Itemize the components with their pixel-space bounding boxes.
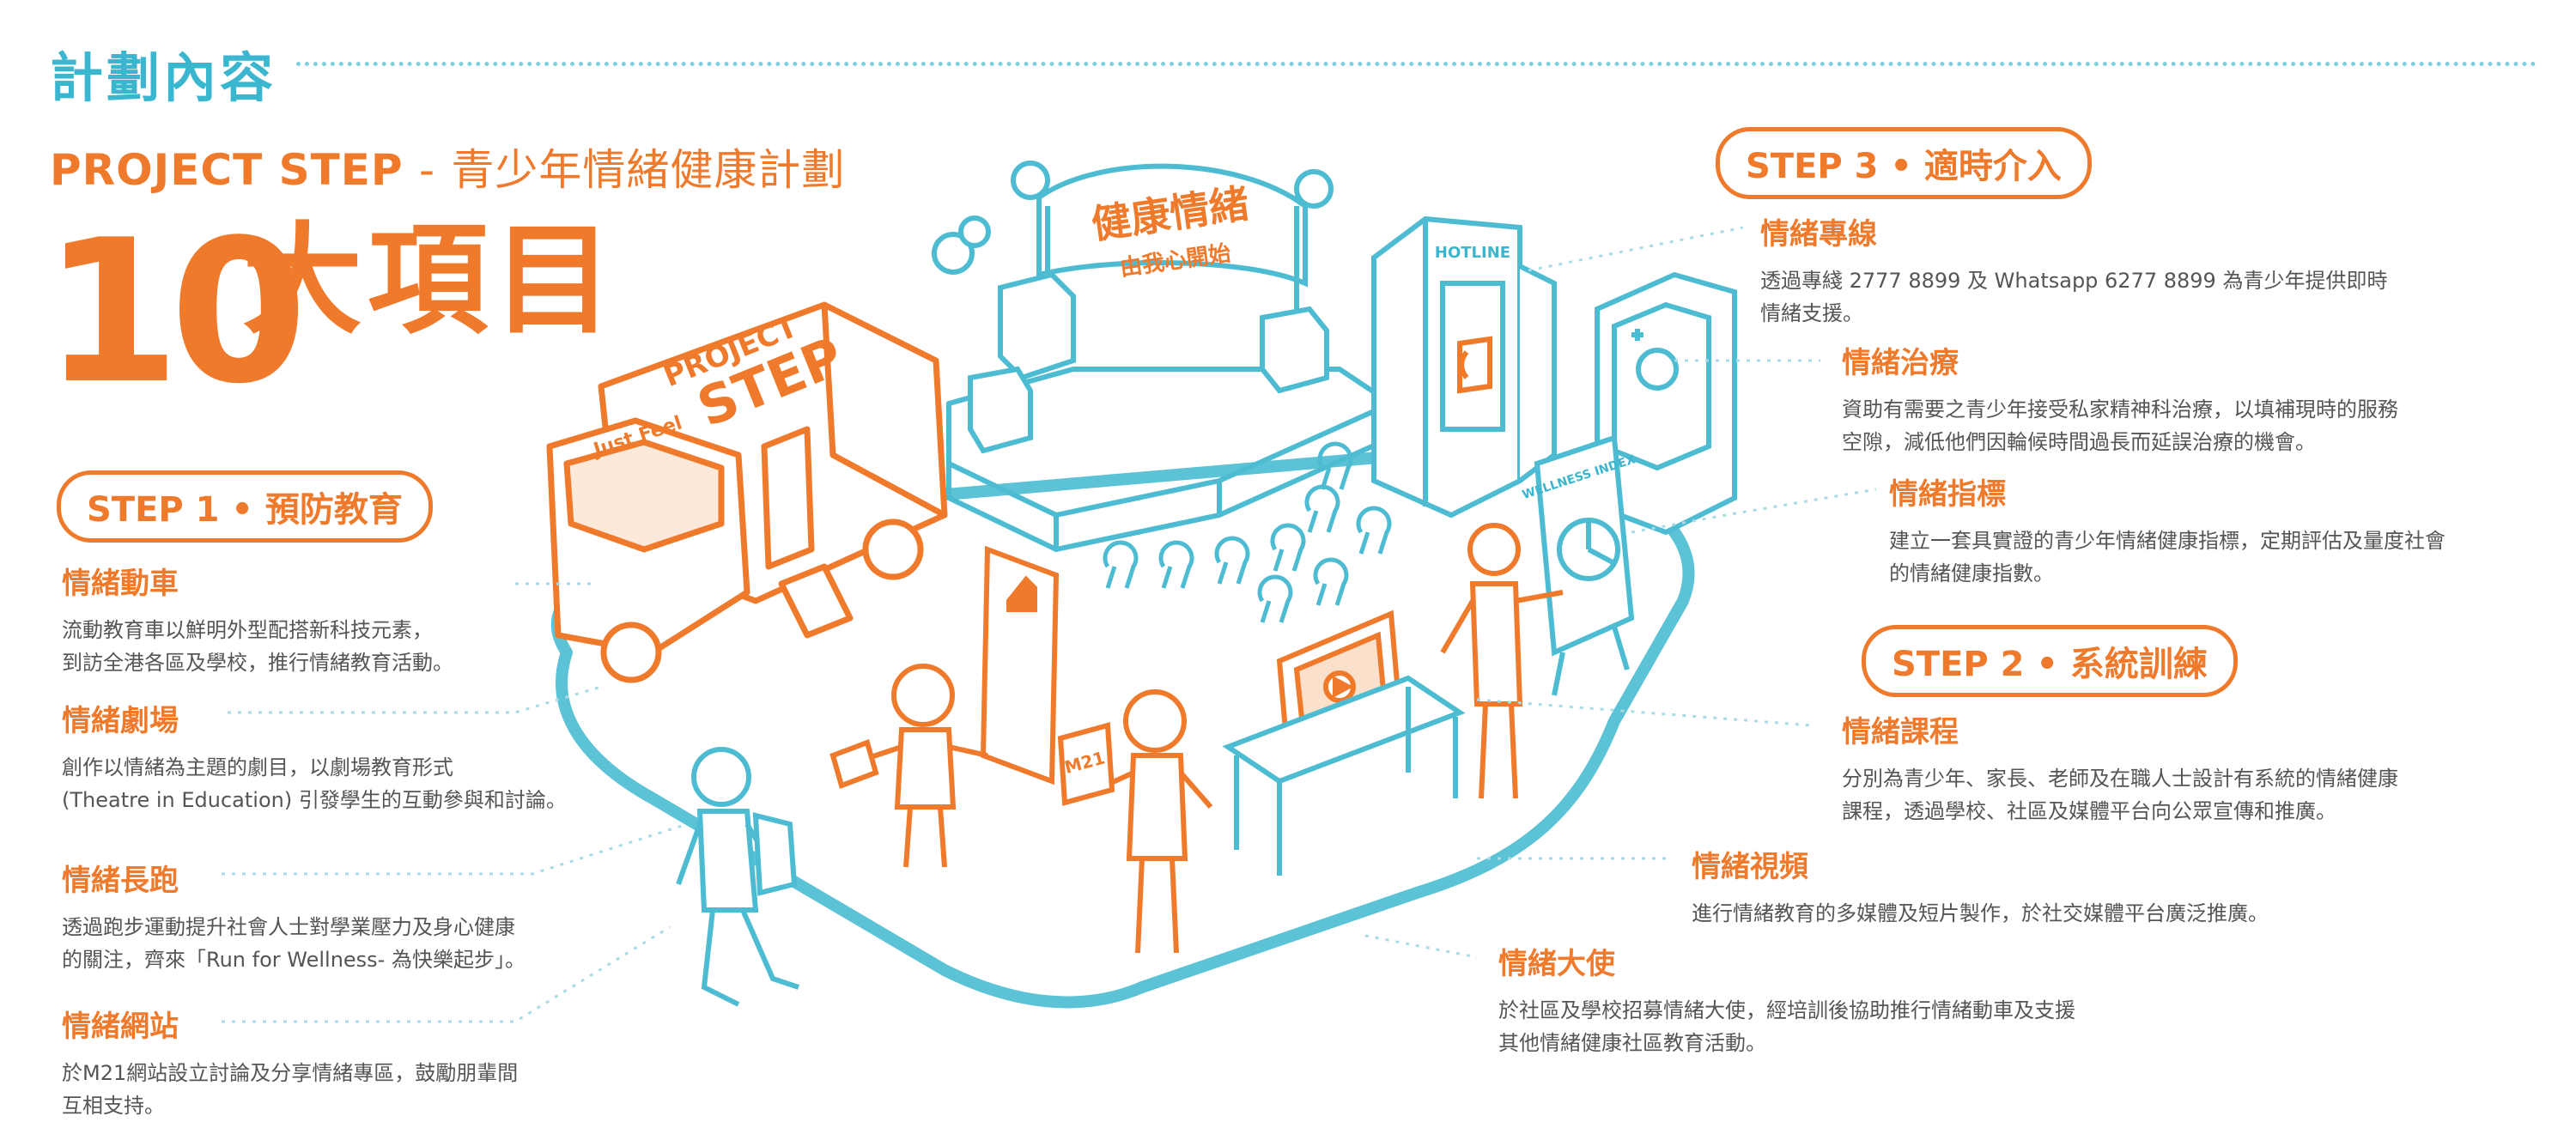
presenter-figure — [1440, 523, 1564, 799]
emotion-truck — [546, 301, 948, 683]
item-emotion-therapy: 情緒治療 資助有需要之青少年接受私家精神科治療，以填補現時的服務 空隙，減低他們… — [1842, 339, 2546, 458]
audience-chairs — [1103, 441, 1392, 623]
phone-handset — [1457, 336, 1492, 394]
wellness-board — [1534, 434, 1635, 696]
project-title: PROJECT STEP - 青少年情緒健康計劃 — [50, 136, 845, 197]
video-table — [1222, 675, 1466, 876]
item-emotion-course: 情緒課程 分別為青少年、家長、老師及在職人士設計有系統的情緒健康 課程，透過學校… — [1842, 708, 2546, 828]
section-title-divider — [296, 62, 2537, 66]
youth-figures — [829, 664, 1213, 954]
item-emotion-index: 情緒指標 建立一套具實證的青少年情緒健康指標，定期評估及量度社會 的情緒健康指數… — [1889, 470, 2567, 590]
stage-props — [932, 215, 1329, 454]
item-desc: 透過專綫 2777 8899 及 Whatsapp 6277 8899 為青少年… — [1760, 269, 2388, 325]
step-2-pill: STEP 2 • 系統訓練 — [1862, 625, 2238, 697]
item-emotion-truck: 情緒動車 流動教育車以鮮明外型配搭新科技元素， 到訪全港各區及學校，推行情緒教育… — [62, 560, 543, 679]
item-desc: 進行情緒教育的多媒體及短片製作，於社交媒體平台廣泛推廣。 — [1692, 901, 2269, 925]
drama-standee — [980, 545, 1060, 785]
item-title: 情緒長跑 — [62, 864, 179, 898]
item-title: 情緒劇場 — [62, 704, 179, 738]
project-count: 10 — [43, 198, 307, 428]
project-subtitle: 青少年情緒健康計劃 — [451, 145, 846, 195]
item-desc: 於M21網站設立討論及分享情緒專區，鼓勵朋輩間 互相支持。 — [62, 1061, 519, 1118]
leader-lines — [222, 226, 1877, 1023]
item-desc: 創作以情緒為主題的劇目，以劇場教育形式 (Theatre in Educatio… — [62, 755, 567, 812]
item-title: 情緒網站 — [62, 1010, 179, 1044]
step-3-pill: STEP 3 • 適時介入 — [1716, 127, 2092, 199]
item-title: 情緒治療 — [1842, 346, 1959, 380]
item-desc: 透過跑步運動提升社會人士對學業壓力及身心健康 的關注，齊來「Run for We… — [62, 915, 526, 972]
runner-figure — [676, 747, 799, 1007]
phone-booth-sign: HOTLINE — [1435, 244, 1510, 262]
item-emotion-ambassador: 情緒大使 於社區及學校招募情緒大使，經培訓後協助推行情緒動車及支援 其他情緒健康… — [1498, 940, 2271, 1059]
item-emotion-run: 情緒長跑 透過跑步運動提升社會人士對學業壓力及身心健康 的關注，齊來「Run f… — [62, 857, 663, 976]
item-desc: 分別為青少年、家長、老師及在職人士設計有系統的情緒健康 課程，透過學校、社區及媒… — [1842, 767, 2398, 823]
project-name: PROJECT STEP — [50, 145, 404, 195]
item-title: 情緒視頻 — [1692, 850, 1808, 884]
stage-banner — [1011, 161, 1334, 361]
item-title: 情緒動車 — [62, 567, 179, 601]
project-count-label: 大項目 — [242, 211, 619, 351]
item-desc: 流動教育車以鮮明外型配搭新科技元素， 到訪全港各區及學校，推行情緒教育活動。 — [62, 618, 453, 675]
item-emotion-video: 情緒視頻 進行情緒教育的多媒體及短片製作，於社交媒體平台廣泛推廣。 — [1692, 843, 2464, 930]
item-title: 情緒大使 — [1498, 947, 1615, 981]
section-title: 計劃內容 — [50, 46, 277, 109]
item-title: 情緒指標 — [1889, 477, 2006, 512]
item-title: 情緒課程 — [1842, 715, 1959, 749]
item-desc: 於社區及學校招募情緒大使，經培訓後協助推行情緒動車及支援 其他情緒健康社區教育活… — [1498, 998, 2075, 1055]
step-1-pill: STEP 1 • 預防教育 — [57, 470, 433, 543]
item-title: 情緒專線 — [1760, 217, 1877, 252]
item-emotion-hotline: 情緒專線 透過專綫 2777 8899 及 Whatsapp 6277 8899… — [1760, 210, 2516, 330]
item-desc: 建立一套具實證的青少年情緒健康指標，定期評估及量度社會 的情緒健康指數。 — [1889, 529, 2445, 585]
item-emotion-drama: 情緒劇場 創作以情緒為主題的劇目，以劇場教育形式 (Theatre in Edu… — [62, 697, 663, 816]
item-desc: 資助有需要之青少年接受私家精神科治療，以填補現時的服務 空隙，減低他們因輪候時間… — [1842, 397, 2398, 454]
item-emotion-web: 情緒網站 於M21網站設立討論及分享情緒專區，鼓勵朋輩間 互相支持。 — [62, 1003, 663, 1122]
project-separator: - — [418, 145, 436, 195]
